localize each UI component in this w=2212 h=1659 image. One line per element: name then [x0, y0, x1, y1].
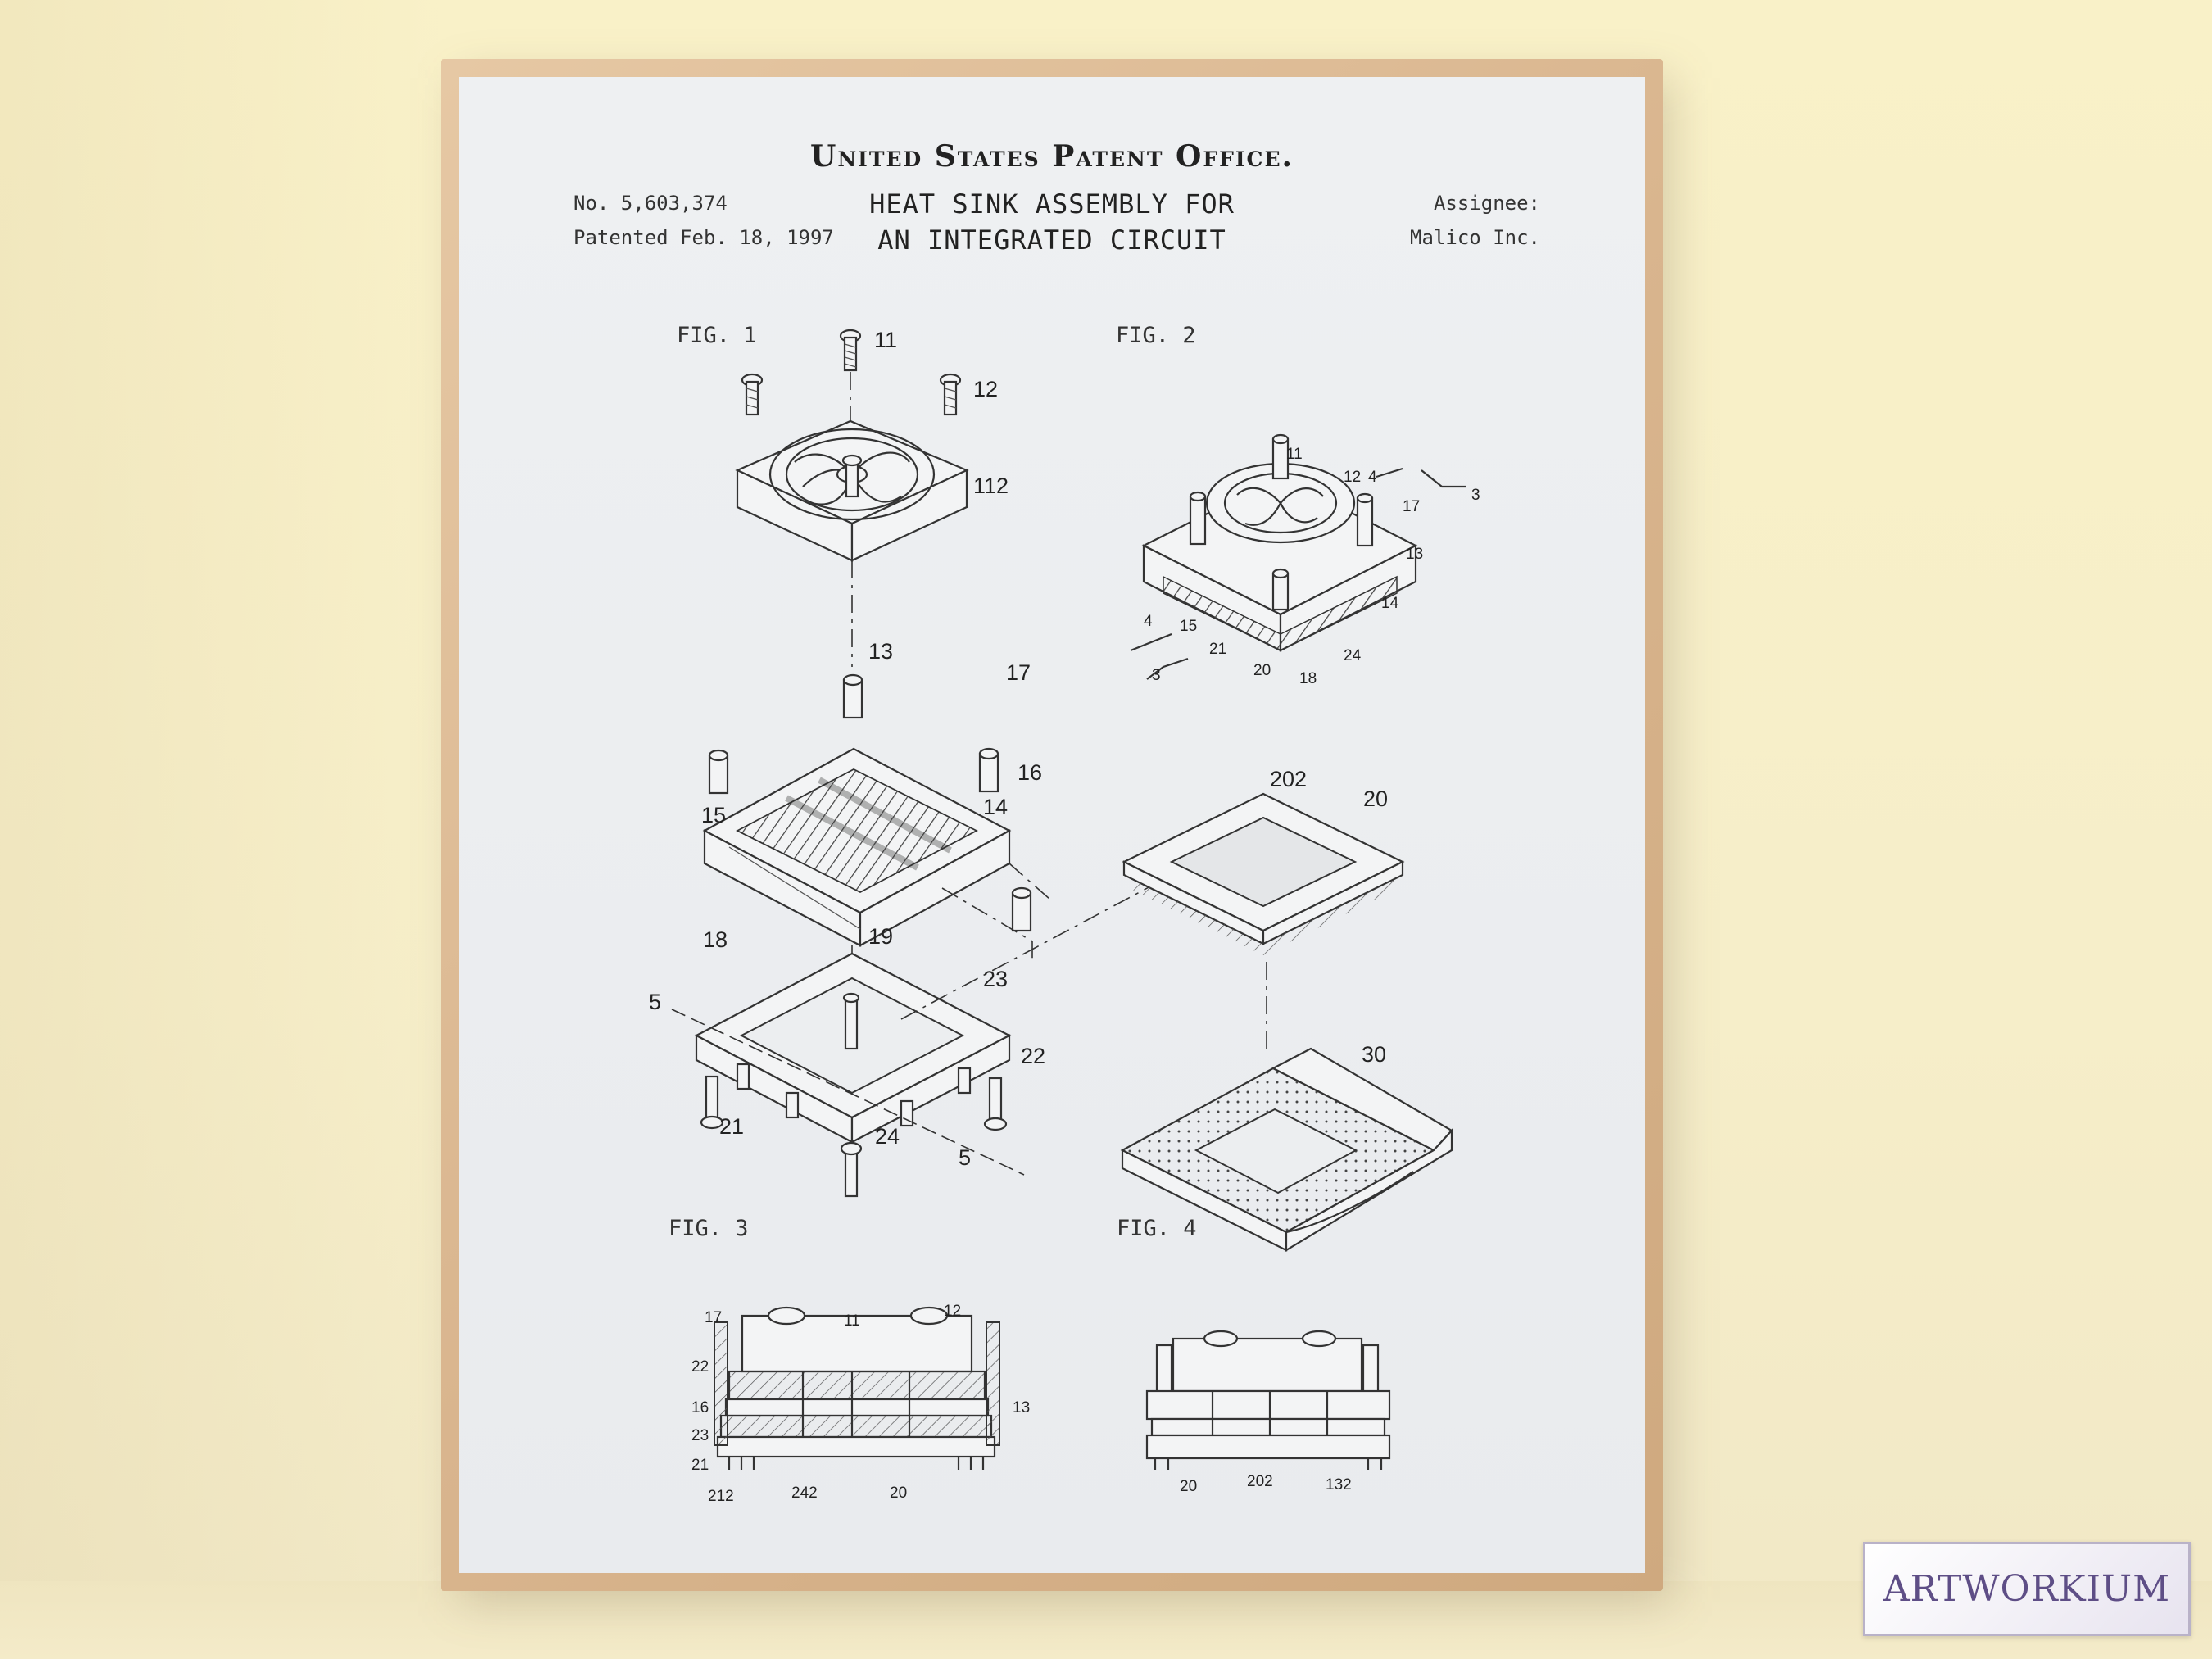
ref-label: 13 [1406, 546, 1423, 563]
ref-label: 20 [1253, 662, 1271, 679]
fig-2-label: FIG. 2 [1116, 323, 1196, 348]
screw [939, 373, 962, 416]
patent-title-line1: HEAT SINK ASSEMBLY FOR [869, 188, 1235, 220]
ref-label: 17 [1403, 498, 1420, 515]
assignee-name: Malico Inc. [1410, 226, 1540, 249]
floor [0, 1581, 2212, 1659]
ref-label: 13 [868, 639, 893, 664]
ref-label: 16 [691, 1399, 709, 1416]
ref-label: 4 [1368, 469, 1377, 486]
fan-unit [735, 372, 969, 667]
picture-frame: United States Patent Office. No. 5,603,3… [441, 59, 1663, 1591]
heat-sink [702, 747, 1051, 1019]
ref-label: 20 [1363, 786, 1388, 811]
ref-label: 202 [1270, 767, 1307, 791]
fig-4-drawing: 20 202 132 [1145, 1330, 1391, 1495]
ref-label: 12 [973, 377, 998, 401]
ref-label: 11 [874, 328, 897, 352]
ref-label: 14 [1381, 595, 1399, 612]
ref-label: 3 [1152, 667, 1161, 684]
cpu-socket [1120, 1047, 1453, 1252]
poster-mat: United States Patent Office. No. 5,603,3… [459, 77, 1645, 1573]
standoff [842, 673, 863, 719]
ref-label: 18 [703, 927, 728, 952]
ref-label: 17 [1006, 660, 1031, 685]
patent-date: Patented Feb. 18, 1997 [573, 226, 834, 249]
screw [741, 373, 764, 416]
standoff [978, 747, 999, 793]
ref-label: 5 [649, 990, 661, 1014]
ref-label: 16 [1018, 760, 1042, 785]
screw [842, 992, 860, 1050]
ref-label: 11 [1286, 446, 1303, 463]
patent-number: No. 5,603,374 [573, 192, 728, 215]
pin-row [728, 1457, 985, 1470]
screw [700, 1075, 724, 1130]
retainer-frame [671, 859, 1202, 1176]
ref-label: 4 [1144, 613, 1153, 630]
fig-1-label: FIG. 1 [677, 323, 757, 348]
fig-4-label: FIG. 4 [1117, 1216, 1197, 1241]
ref-label: 13 [1013, 1399, 1030, 1416]
ref-label: 3 [1471, 487, 1480, 504]
ref-label: 24 [875, 1124, 900, 1149]
standoff [708, 749, 729, 795]
ref-label: 22 [691, 1358, 709, 1376]
ref-label: 132 [1326, 1476, 1352, 1494]
ref-label: 19 [868, 924, 893, 949]
assignee-label: Assignee: [1433, 192, 1540, 215]
ref-label: 21 [691, 1457, 709, 1474]
patent-title-line2: AN INTEGRATED CIRCUIT [877, 224, 1226, 256]
ref-label: 15 [701, 803, 726, 827]
fig-1-drawing: 11 12 112 13 17 16 14 15 18 19 23 22 21 … [649, 328, 1202, 1198]
fig-3-label: FIG. 3 [669, 1216, 749, 1241]
ref-label: 30 [1362, 1042, 1386, 1067]
fig-2-drawing: 11 12 4 3 17 13 14 24 18 20 21 15 4 3 [1120, 433, 1480, 1252]
screw [840, 1141, 863, 1198]
patent-drawings: 11 12 112 13 17 16 14 15 18 19 23 22 21 … [649, 328, 1480, 1505]
ref-label: 23 [983, 967, 1008, 991]
ref-label: 12 [1344, 469, 1361, 486]
ref-label: 12 [944, 1303, 961, 1320]
ref-label: 112 [973, 474, 1009, 498]
ref-label: 23 [691, 1427, 709, 1444]
ref-label: 242 [791, 1484, 818, 1502]
ref-label: 17 [705, 1309, 722, 1326]
logo-text: ARTWORKIUM [1883, 1568, 2171, 1610]
ref-label: 15 [1180, 618, 1197, 635]
ref-label: 11 [844, 1312, 860, 1330]
ref-label: 18 [1299, 670, 1317, 687]
ref-label: 21 [1209, 641, 1226, 658]
ref-label: 5 [959, 1145, 971, 1170]
wall-shade [0, 0, 442, 1659]
patent-poster: United States Patent Office. No. 5,603,3… [459, 77, 1645, 1573]
ref-label: 212 [708, 1488, 734, 1505]
artworkium-logo: ARTWORKIUM [1863, 1542, 2191, 1636]
ref-label: 20 [890, 1484, 907, 1502]
assembled-heat-sink [1130, 433, 1466, 680]
ref-label: 22 [1021, 1044, 1045, 1068]
standoff [1011, 886, 1032, 932]
ref-label: 20 [1180, 1478, 1197, 1495]
ref-label: 24 [1344, 647, 1362, 664]
fig-3-drawing: 17 11 12 22 16 13 23 21 212 242 20 [691, 1303, 1030, 1505]
ref-label: 202 [1247, 1473, 1273, 1490]
ref-label: 21 [719, 1114, 744, 1139]
patent-office-heading: United States Patent Office. [809, 139, 1294, 174]
screw [983, 1077, 1008, 1131]
ref-label: 14 [983, 795, 1008, 819]
screw [839, 329, 862, 372]
cpu-chip [1122, 792, 1405, 1052]
